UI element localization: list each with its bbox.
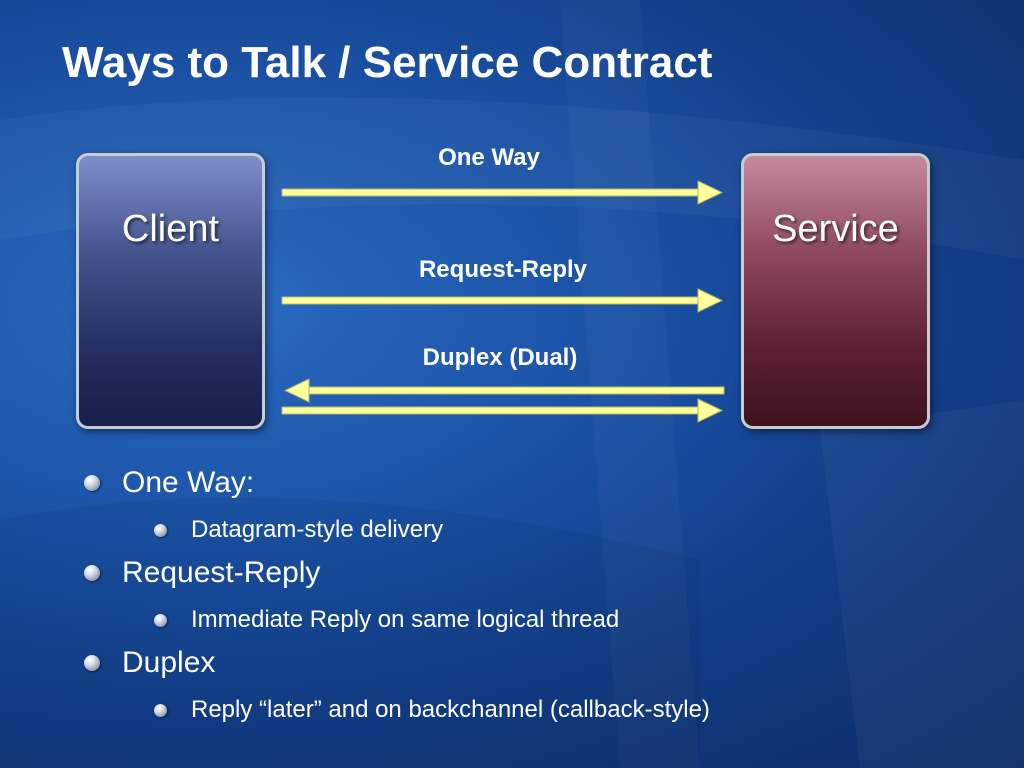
request-reply-arrow-label: Request-Reply [418, 256, 588, 283]
duplex-arrow-label: Duplex (Dual) [422, 344, 578, 371]
duplex-forward-arrow [281, 398, 724, 423]
client-label: Client [121, 208, 220, 250]
one-way-arrow [281, 180, 724, 205]
sub-bullet-item: Reply “later” and on backchannel (callba… [154, 696, 710, 724]
bullet-text: One Way: [122, 466, 255, 499]
bullet-text: Duplex [122, 646, 216, 679]
service-label: Service [772, 208, 899, 250]
service-box: Service [741, 153, 930, 429]
client-box: Client [76, 153, 265, 429]
request-reply-arrow [281, 288, 724, 313]
bullet-icon [84, 475, 100, 491]
bullet-item-request-reply: Request-Reply [84, 556, 320, 590]
sub-bullet-icon [154, 613, 167, 627]
sub-bullet-text: Reply “later” and on backchannel (callba… [191, 696, 710, 723]
bullet-text: Request-Reply [122, 556, 321, 589]
sub-bullet-icon [154, 523, 167, 537]
bullet-item-one-way: One Way: [84, 466, 254, 500]
bullet-icon [84, 565, 100, 581]
sub-bullet-item: Datagram-style delivery [154, 516, 443, 544]
duplex-return-arrow [283, 378, 725, 403]
slide-title: Ways to Talk / Service Contract [62, 38, 713, 87]
bullet-item-duplex: Duplex [84, 646, 215, 680]
sub-bullet-icon [154, 703, 167, 717]
sub-bullet-text: Immediate Reply on same logical thread [191, 606, 620, 633]
sub-bullet-text: Datagram-style delivery [191, 516, 444, 543]
sub-bullet-item: Immediate Reply on same logical thread [154, 606, 619, 634]
one-way-arrow-label: One Way [438, 144, 540, 171]
bullet-icon [84, 655, 100, 671]
